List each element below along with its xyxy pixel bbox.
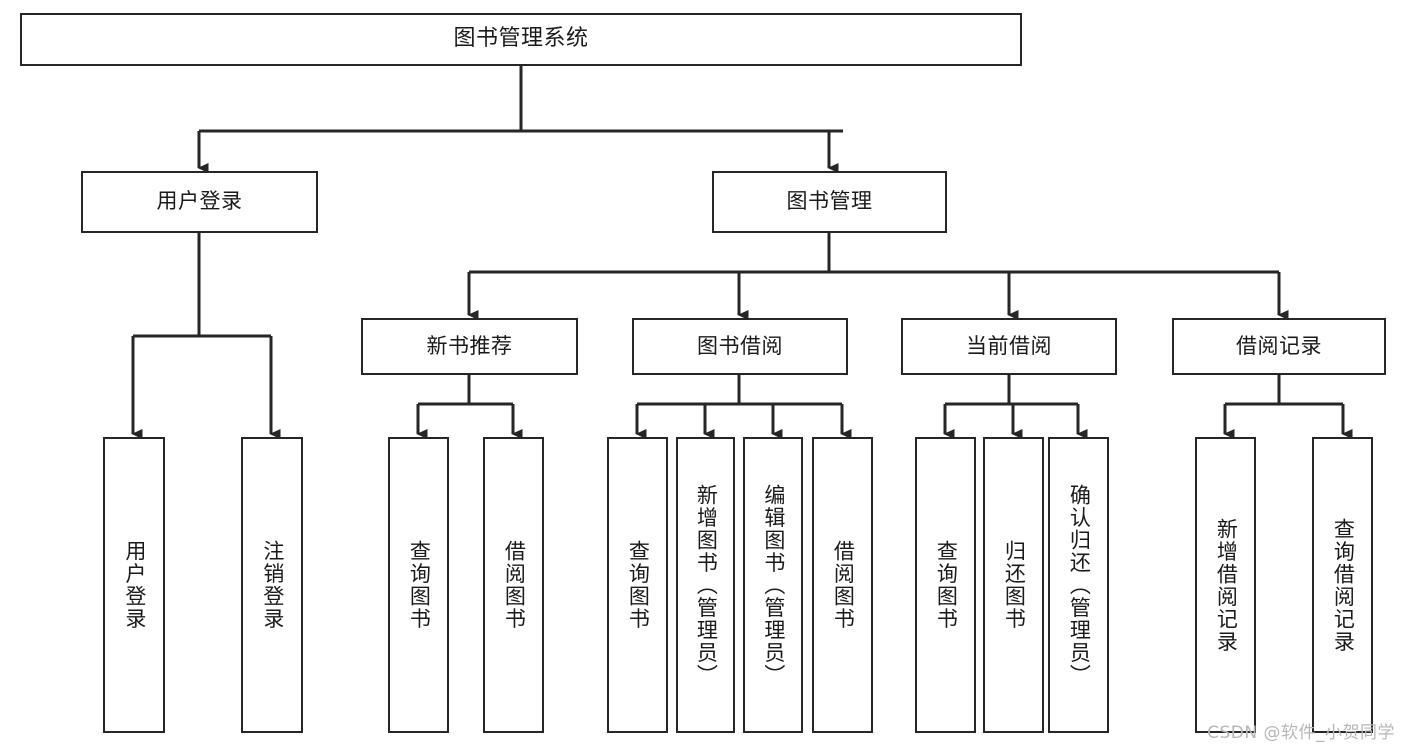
- node-borrow-record[interactable]: 借阅记录: [1172, 318, 1386, 375]
- node-book-management[interactable]: 图书管理: [712, 171, 947, 233]
- leaf-borrow-edit-book-admin[interactable]: 编辑图书（管理员）: [743, 437, 803, 733]
- leaf-borrow-query-book[interactable]: 查询图书: [607, 437, 668, 733]
- leaf-label: 查询借阅记录: [1331, 517, 1356, 653]
- leaf-recommend-borrow-book[interactable]: 借阅图书: [483, 437, 544, 733]
- leaf-user-login-signin[interactable]: 用户登录: [103, 437, 165, 733]
- leaf-label: 借阅图书: [831, 540, 856, 630]
- watermark-text: CSDN @软件_小贺同学: [1207, 723, 1395, 743]
- node-current-borrow[interactable]: 当前借阅: [901, 318, 1117, 375]
- leaf-label: 查询图书: [626, 540, 651, 630]
- leaf-borrow-borrow-book[interactable]: 借阅图书: [812, 437, 873, 733]
- leaf-label: 注销登录: [260, 540, 285, 630]
- leaf-current-confirm-return-admin[interactable]: 确认归还（管理员）: [1048, 437, 1109, 733]
- leaf-label: 新增借阅记录: [1214, 517, 1239, 653]
- leaf-current-return-book[interactable]: 归还图书: [983, 437, 1044, 733]
- leaf-label: 查询图书: [934, 540, 959, 630]
- node-book-borrow[interactable]: 图书借阅: [632, 318, 848, 375]
- leaf-recommend-query-book[interactable]: 查询图书: [388, 437, 449, 733]
- leaf-label: 确认归还（管理员）: [1067, 483, 1092, 687]
- node-user-login[interactable]: 用户登录: [81, 171, 318, 233]
- leaf-label: 用户登录: [122, 540, 147, 630]
- node-new-book-recommend[interactable]: 新书推荐: [361, 318, 578, 375]
- leaf-current-query-book[interactable]: 查询图书: [915, 437, 976, 733]
- leaf-user-login-signout[interactable]: 注销登录: [241, 437, 303, 733]
- node-root-system[interactable]: 图书管理系统: [20, 13, 1022, 66]
- leaf-label: 新增图书（管理员）: [694, 483, 719, 687]
- leaf-record-query-record[interactable]: 查询借阅记录: [1312, 437, 1373, 733]
- leaf-label: 查询图书: [407, 540, 432, 630]
- leaf-label: 借阅图书: [502, 540, 527, 630]
- leaf-label: 编辑图书（管理员）: [761, 483, 786, 687]
- leaf-record-add-record[interactable]: 新增借阅记录: [1195, 437, 1256, 733]
- leaf-borrow-add-book-admin[interactable]: 新增图书（管理员）: [676, 437, 735, 733]
- leaf-label: 归还图书: [1002, 540, 1027, 630]
